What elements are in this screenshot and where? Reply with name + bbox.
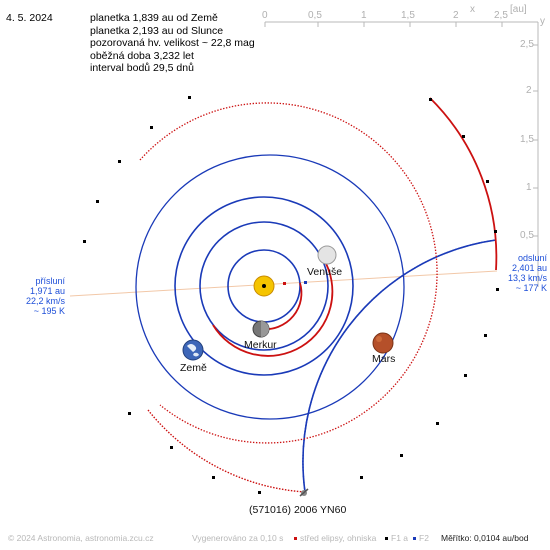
perihelion-info: přísluní 1,971 au 22,2 km/s ~ 195 K bbox=[26, 276, 65, 316]
y-axis-label: y bbox=[540, 16, 545, 27]
x-tick-05: 0,5 bbox=[308, 10, 322, 21]
point-interval: interval bodů 29,5 dnů bbox=[90, 62, 194, 74]
date-label: 4. 5. 2024 bbox=[6, 12, 53, 24]
legend-f2: F2 bbox=[419, 533, 429, 543]
distance-earth: planetka 1,839 au od Země bbox=[90, 12, 218, 24]
earth-orbit bbox=[174, 196, 354, 376]
earth-label: Země bbox=[180, 362, 207, 374]
planet-orbit-progress bbox=[212, 257, 334, 357]
legend-f2-swatch bbox=[413, 537, 416, 540]
y-tick-1: 1 bbox=[526, 182, 532, 193]
legend-center-swatch bbox=[294, 537, 297, 540]
scale-info: Měřítko: 0,0104 au/bod bbox=[441, 533, 529, 543]
x-tick-15: 1,5 bbox=[401, 10, 415, 21]
copyright-link[interactable]: © 2024 Astronomia, astronomia.zcu.cz bbox=[8, 533, 154, 543]
venus-orbit bbox=[199, 221, 329, 351]
aphelion-title: odsluní bbox=[517, 253, 547, 263]
perihelion-distance: 1,971 au bbox=[29, 286, 65, 296]
perihelion-speed: 22,2 km/s bbox=[25, 296, 65, 306]
asteroid-label: (571016) 2006 YN60 bbox=[249, 504, 347, 516]
planet-orbits bbox=[135, 154, 405, 420]
earth-icon bbox=[182, 339, 204, 361]
y-tick-25: 2,5 bbox=[520, 39, 534, 50]
asteroid-orbit-past bbox=[147, 409, 306, 493]
mercury-label: Merkur bbox=[244, 339, 277, 351]
aphelion-temp: ~ 177 K bbox=[515, 283, 547, 293]
asteroid-orbit-red-arc bbox=[429, 97, 498, 271]
mars-orbit bbox=[135, 154, 405, 420]
sun-icon bbox=[253, 275, 275, 297]
aphelion-speed: 13,3 km/s bbox=[507, 273, 547, 283]
magnitude: pozorovaná hv. velikost ~ 22,8 mag bbox=[90, 37, 255, 49]
orbital-period: oběžná doba 3,232 let bbox=[90, 49, 194, 62]
mars-icon bbox=[372, 332, 394, 354]
axes bbox=[264, 21, 539, 287]
venus-label: Venuše bbox=[307, 266, 343, 278]
x-tick-0: 0 bbox=[262, 10, 268, 21]
y-tick-05: 0,5 bbox=[520, 230, 534, 241]
aphelion-info: odsluní 2,401 au 13,3 km/s ~ 177 K bbox=[508, 253, 547, 293]
y-tick-15: 1,5 bbox=[520, 134, 534, 145]
perihelion-temp: ~ 195 K bbox=[33, 306, 65, 316]
legend-center: střed elipsy, ohniska bbox=[300, 533, 377, 543]
venus-icon bbox=[317, 245, 337, 265]
perihelion-title: přísluní bbox=[35, 276, 65, 286]
asteroid-trajectory-dotted bbox=[139, 102, 438, 444]
aphelion-distance: 2,401 au bbox=[511, 263, 547, 273]
x-tick-2: 2 bbox=[453, 10, 459, 21]
mars-label: Mars bbox=[372, 353, 396, 365]
legend-f1-swatch bbox=[385, 537, 388, 540]
ellipse-center bbox=[283, 282, 286, 285]
x-tick-25: 2,5 bbox=[494, 10, 508, 21]
x-tick-1: 1 bbox=[361, 10, 367, 21]
asteroid-orbit-back bbox=[302, 239, 497, 493]
distance-sun: planetka 2,193 au od Slunce bbox=[90, 24, 224, 37]
x-axis-label: x bbox=[470, 4, 475, 15]
info-panel: planetka 1,839 au od Země planetka 2,193… bbox=[90, 12, 255, 75]
legend-f1: F1 a bbox=[391, 533, 409, 543]
focus-f2 bbox=[304, 281, 307, 284]
asteroid-markers bbox=[83, 96, 499, 494]
asteroid-icon bbox=[299, 488, 309, 497]
y-tick-2: 2 bbox=[526, 85, 532, 96]
mercury-icon bbox=[252, 320, 270, 338]
generation-time: Vygenerováno za 0,10 s bbox=[192, 533, 284, 543]
axis-unit: [au] bbox=[510, 4, 527, 15]
